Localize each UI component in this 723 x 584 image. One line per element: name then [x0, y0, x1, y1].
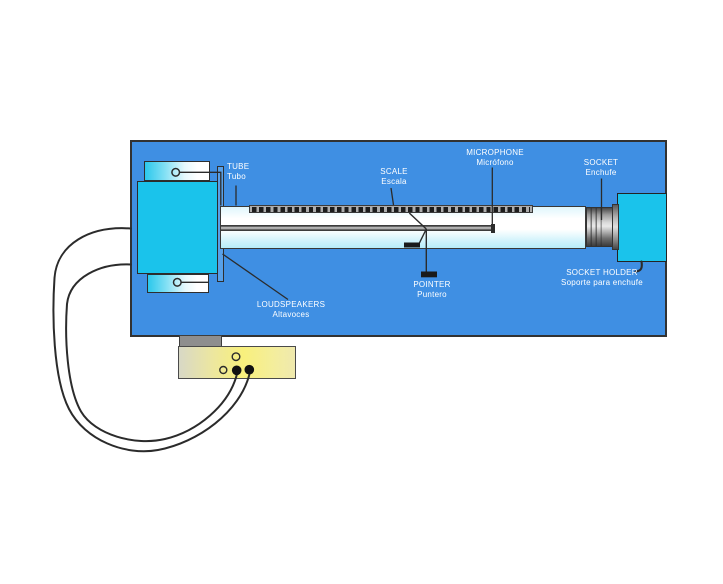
tube-label-subtitle: Tubo	[227, 171, 246, 181]
socket-label-subtitle: Enchufe	[585, 168, 617, 177]
loudspeakers-label-subtitle: Altavoces	[272, 309, 310, 319]
scale-label: SCALE Escala	[354, 167, 434, 187]
socket-label-title: SOCKET	[583, 158, 619, 167]
microphone-label-title: MICROPHONE	[466, 147, 524, 157]
loudspeaker-bracket-bottom	[147, 273, 210, 293]
socket-holder-label: SOCKET HOLDER Soporte para enchufe	[532, 268, 672, 288]
socket-label: SOCKET Enchufe	[561, 158, 641, 178]
socket-cylinder	[585, 207, 614, 247]
microphone-rod	[220, 225, 492, 232]
loudspeaker-box	[136, 180, 219, 274]
socket-holder-label-subtitle: Soporte para enchufe	[561, 277, 643, 287]
pointer-label: POINTER Puntero	[392, 280, 472, 300]
scale-label-subtitle: Escala	[381, 176, 407, 186]
pointer-label-subtitle: Puntero	[417, 290, 447, 299]
loudspeakers-label-title: LOUDSPEAKERS	[256, 299, 326, 309]
tube-label-title: TUBE	[227, 161, 250, 171]
loudspeaker-bracket-top	[143, 160, 211, 181]
socket-flange	[612, 203, 619, 250]
microphone-rod-end	[491, 223, 496, 233]
socket-holder-box	[616, 193, 668, 262]
microphone-label-subtitle: Micrófono	[476, 157, 514, 167]
scale-label-title: SCALE	[380, 166, 408, 176]
pointer-label-title: POINTER	[413, 280, 451, 289]
loudspeakers-label: LOUDSPEAKERS Altavoces	[241, 300, 341, 320]
socket-holder-label-title: SOCKET HOLDER	[566, 267, 638, 277]
microphone-label: MICROPHONE Micrófono	[445, 148, 545, 168]
connector-terminal-box	[178, 346, 296, 380]
scale-ruler	[249, 204, 534, 214]
tube-label: TUBE Tubo	[227, 162, 249, 182]
ruler-tick-marks	[252, 206, 531, 212]
